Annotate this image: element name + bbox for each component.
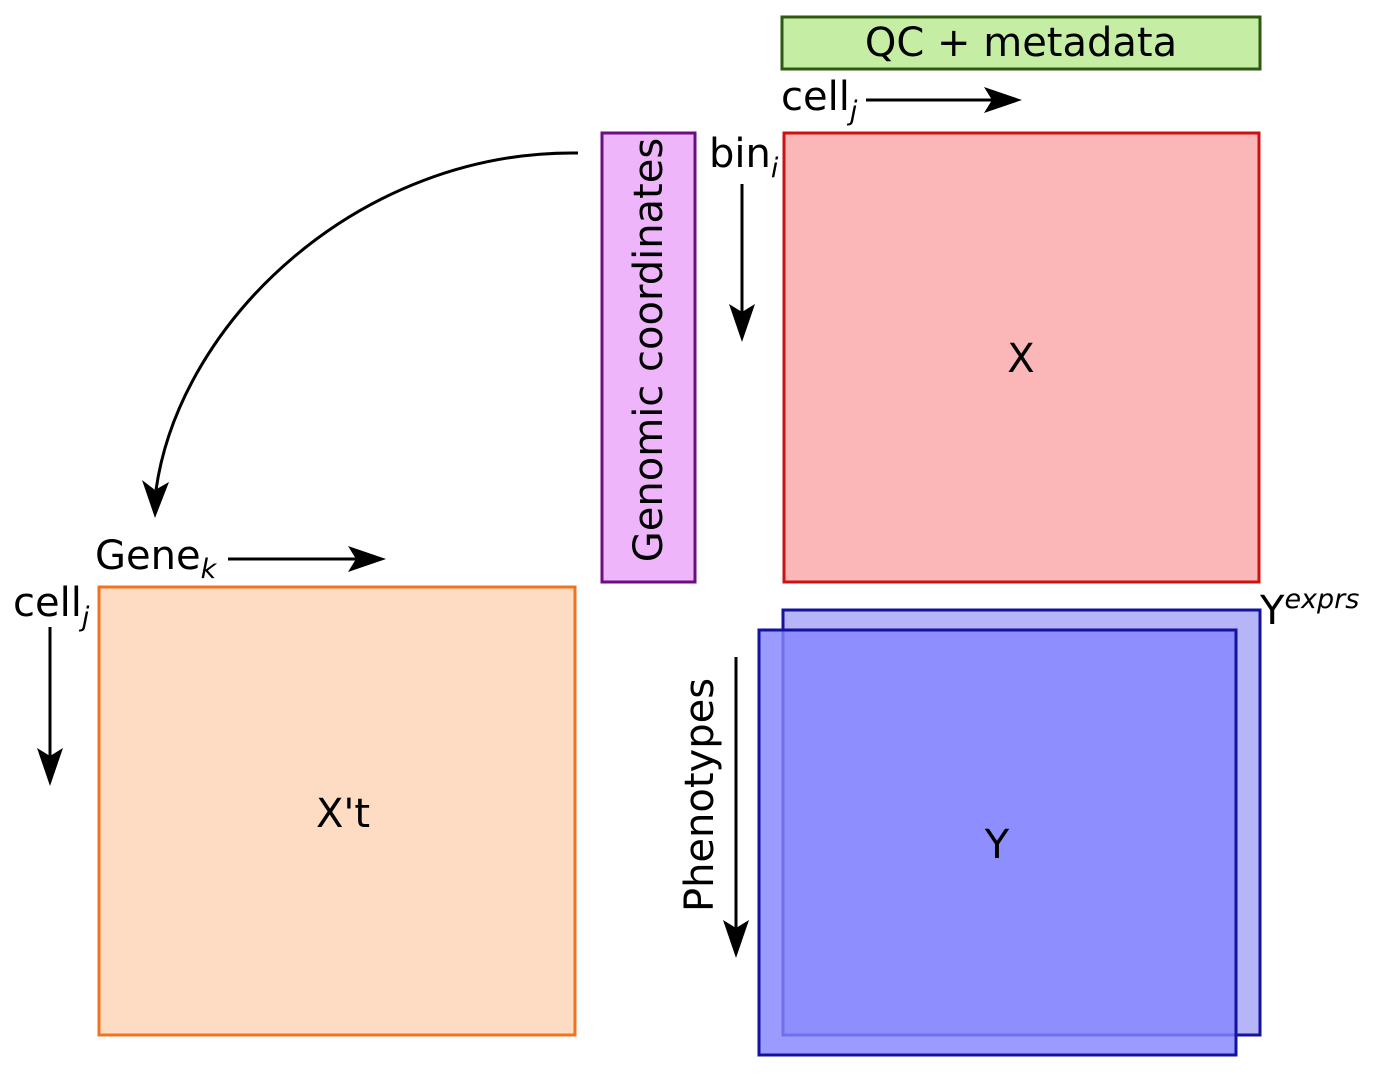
cell-axis-top-arrowhead xyxy=(984,87,1022,113)
phenotypes-axis: Phenotypes xyxy=(677,657,749,958)
bin-axis-label: bini xyxy=(709,131,779,184)
phenotypes-arrowhead xyxy=(723,920,749,958)
qc-metadata-box: QC + metadata xyxy=(780,15,1262,71)
cell-axis-top-label: cellj xyxy=(781,74,858,127)
gene-axis: Genek xyxy=(95,533,386,585)
qc-metadata-label: QC + metadata xyxy=(865,20,1177,66)
cell-axis-top: cellj xyxy=(781,74,1022,127)
gene-axis-arrowhead xyxy=(348,546,386,572)
genomic-coordinates-box: Genomic coordinates xyxy=(600,131,697,584)
cell-axis-left-arrowhead xyxy=(37,748,63,786)
genomic-coordinates-label: Genomic coordinates xyxy=(626,138,672,562)
bin-axis-arrowhead xyxy=(729,304,755,342)
x-matrix: X xyxy=(782,131,1261,584)
y-exprs-label: Yexprs xyxy=(1259,584,1359,634)
x-transposed-matrix: X't xyxy=(97,585,577,1037)
bin-axis: bini xyxy=(709,131,779,342)
cell-axis-left-label: cellj xyxy=(13,580,90,633)
y-matrix-label: Y xyxy=(984,822,1010,868)
x-matrix-label: X xyxy=(1007,336,1034,382)
transform-curved-arrow xyxy=(142,151,579,518)
x-transposed-matrix-label: X't xyxy=(316,791,370,837)
transform-curved-arrowhead xyxy=(142,480,169,518)
y-matrix: Y xyxy=(757,628,1238,1057)
cell-axis-left: cellj xyxy=(13,580,90,786)
gene-axis-label: Genek xyxy=(95,533,218,585)
phenotypes-label: Phenotypes xyxy=(677,678,723,912)
